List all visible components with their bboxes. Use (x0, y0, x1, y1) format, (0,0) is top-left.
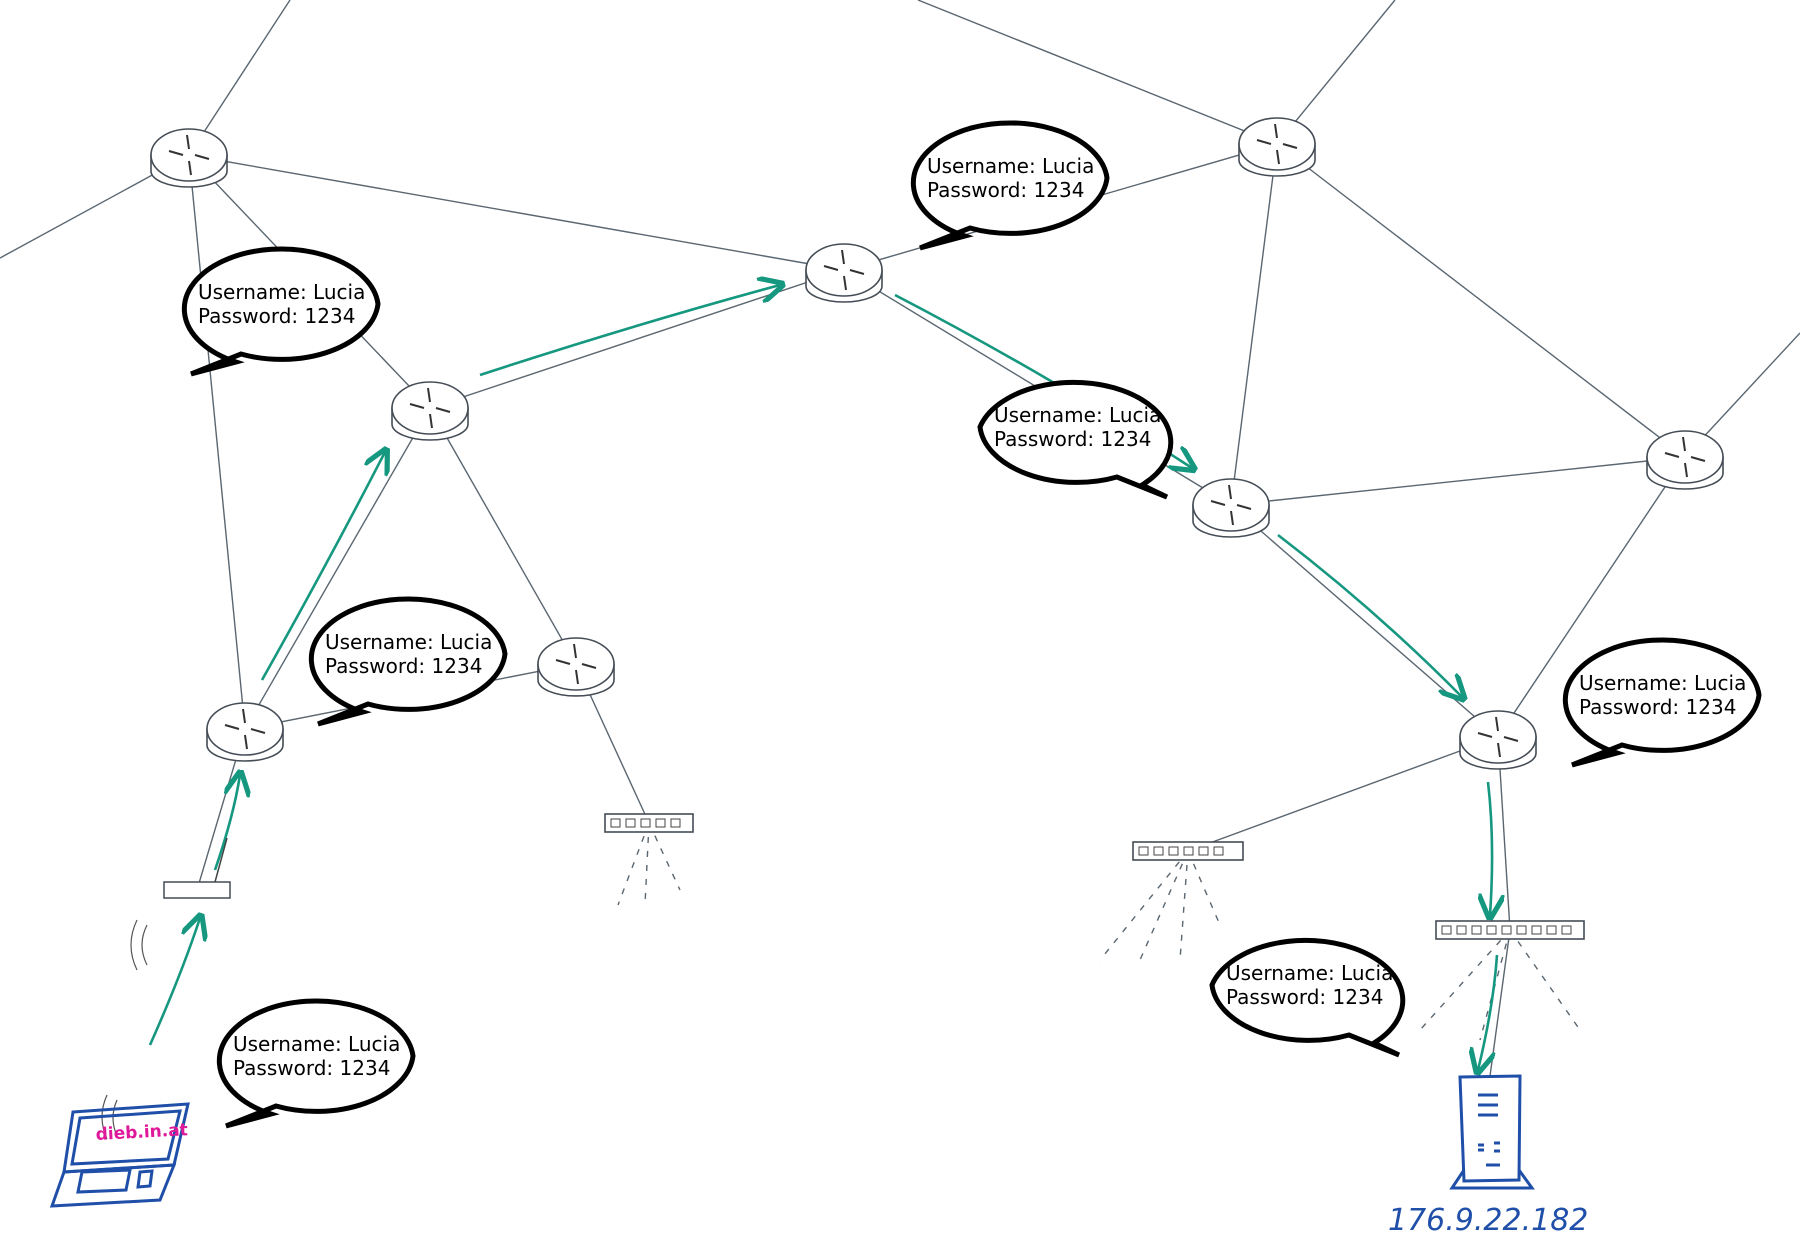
bubble-password-text: Password: 1234 (325, 654, 482, 678)
link-r4-r8 (244, 407, 431, 730)
bubble-password-text: Password: 1234 (233, 1056, 390, 1080)
outgoing-link (1276, 0, 1396, 145)
outgoing-link (648, 822, 681, 891)
data-flow-arrow (479, 285, 780, 377)
router-icon (391, 381, 469, 441)
outgoing-link (188, 0, 291, 156)
network-links (0, 0, 1800, 1077)
link-r3-r6 (1276, 143, 1686, 458)
outgoing-link (1139, 850, 1189, 961)
bubble-username-text: Username: Lucia (927, 154, 1094, 178)
link-s3-srv (1489, 929, 1511, 1077)
outgoing-link (1419, 929, 1511, 1031)
server-icon: 176.9.22.182 (1388, 1074, 1588, 1238)
outgoing-link (1187, 850, 1221, 926)
router-icon (1459, 710, 1537, 770)
bubble-username-text: Username: Lucia (198, 280, 365, 304)
outgoing-link (644, 822, 650, 906)
router-icon (537, 637, 615, 697)
link-r9-s2 (1187, 736, 1499, 852)
bubble-username-text: Username: Lucia (325, 630, 492, 654)
outgoing-link (1509, 929, 1581, 1031)
router-icon (1238, 117, 1316, 177)
bubble-username-text: Username: Lucia (994, 403, 1161, 427)
bubble-password-text: Password: 1234 (1579, 695, 1736, 719)
wifi-access-point-icon (101, 837, 231, 1140)
router-icon (1192, 478, 1270, 538)
server-ip-label: 176.9.22.182 (1388, 1203, 1588, 1238)
outgoing-link (617, 822, 650, 906)
data-path-arrows (148, 285, 1499, 1070)
link-r4-r2 (429, 269, 845, 409)
link-r1-r2 (188, 154, 845, 271)
switch-icon (1132, 841, 1244, 861)
bubble-username-text: Username: Lucia (1226, 961, 1393, 985)
switch-icon (1435, 920, 1585, 940)
link-r6-r9 (1497, 456, 1686, 738)
router-icon (1646, 430, 1724, 490)
bubble-username-text: Username: Lucia (1579, 671, 1746, 695)
link-r1-r8 (188, 154, 246, 730)
data-flow-arrow (1277, 533, 1462, 697)
bubble-password-text: Password: 1234 (994, 427, 1151, 451)
outgoing-link (917, 0, 1278, 145)
switch-icon (604, 813, 694, 833)
link-r3-r5 (1230, 143, 1278, 506)
router-icon (150, 128, 228, 188)
link-r4-r7 (429, 407, 577, 665)
data-flow-arrow (148, 918, 200, 1046)
laptop-screen-text: dieb.in.at (95, 1120, 188, 1145)
data-flow-arrow (213, 775, 240, 871)
outgoing-link (1099, 850, 1189, 961)
data-flow-arrow (1488, 781, 1492, 915)
router-icon (805, 243, 883, 303)
laptop-icon: dieb.in.at (49, 1102, 190, 1208)
link-r5-r6 (1230, 456, 1686, 506)
bubble-password-text: Password: 1234 (927, 178, 1084, 202)
link-r5-r9 (1230, 504, 1499, 738)
router-icon (206, 702, 284, 762)
data-flow-arrow (1478, 954, 1499, 1070)
bubble-password-text: Password: 1234 (198, 304, 355, 328)
bubble-password-text: Password: 1234 (1226, 985, 1383, 1009)
outgoing-link (1179, 850, 1189, 961)
bubble-username-text: Username: Lucia (233, 1032, 400, 1056)
data-flow-arrow (260, 452, 385, 681)
